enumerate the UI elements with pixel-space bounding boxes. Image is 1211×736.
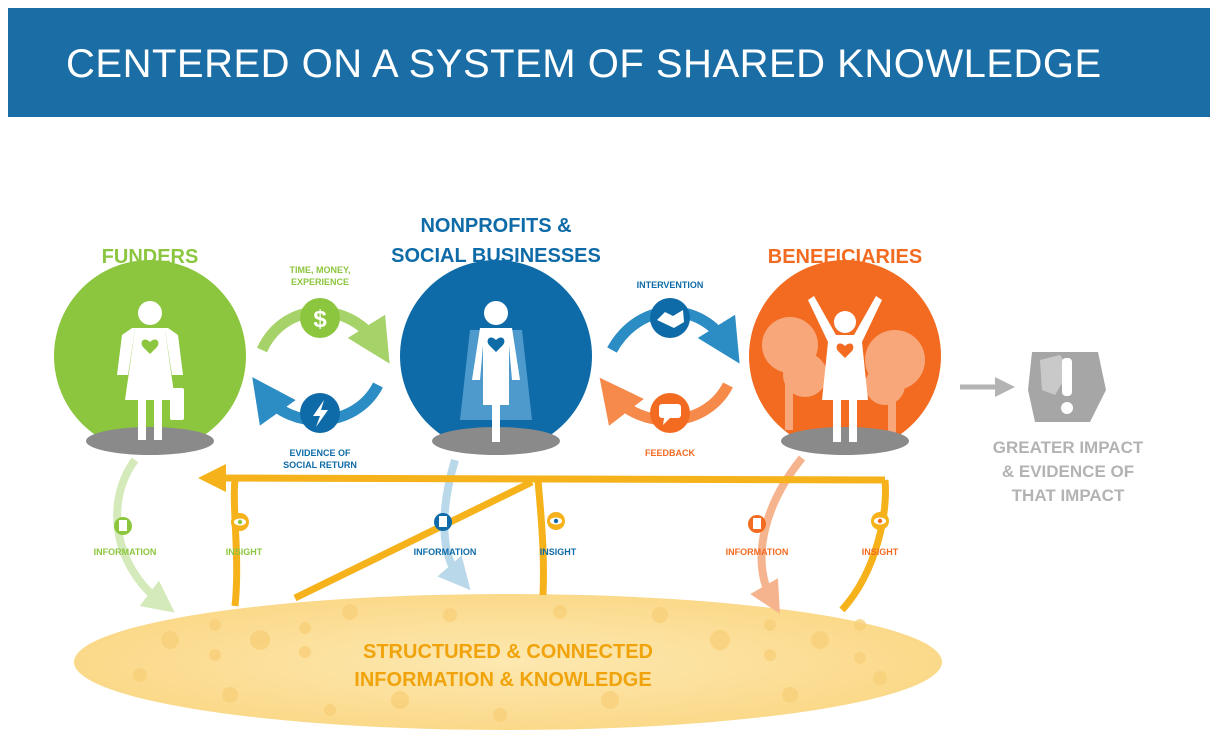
funders-node: FUNDERS xyxy=(54,246,246,455)
intervention-label: INTERVENTION xyxy=(637,280,704,290)
nonprofits-label-line1: NONPROFITS & xyxy=(420,215,571,237)
beneficiaries-knowledge-markers: INFORMATION INSIGHT xyxy=(726,512,899,557)
evidence-label-line1: EVIDENCE OF xyxy=(289,448,351,458)
network-pattern xyxy=(133,604,887,722)
funders-pedestal xyxy=(86,427,214,455)
nonprofits-label-line2: SOCIAL BUSINESSES xyxy=(391,245,601,267)
beneficiaries-label: BENEFICIARIES xyxy=(768,246,922,268)
heart-icon xyxy=(487,337,505,352)
knowledge-base-label-line1: STRUCTURED & CONNECTED xyxy=(363,641,653,663)
resources-label-line1: TIME, MONEY, xyxy=(289,265,350,275)
knowledge-base: STRUCTURED & CONNECTED INFORMATION & KNO… xyxy=(74,594,942,730)
beneficiaries-information-arrow xyxy=(750,455,806,614)
nonprofits-insight-line xyxy=(534,479,547,596)
resources-label-line2: EXPERIENCE xyxy=(291,277,349,287)
beneficiaries-pedestal xyxy=(781,427,909,455)
funders-insight-label: INSIGHT xyxy=(226,547,263,557)
beneficiaries-node: BENEFICIARIES xyxy=(749,246,941,455)
nonprofits-knowledge-markers: INFORMATION INSIGHT xyxy=(414,512,577,557)
heart-icon xyxy=(836,343,854,358)
diagonal-insight-line xyxy=(293,478,534,602)
impact-outcome: GREATER IMPACT & EVIDENCE OF THAT IMPACT xyxy=(960,352,1144,505)
evidence-label-line2: SOCIAL RETURN xyxy=(283,460,357,470)
funders-nonprofits-exchange: $ TIME, MONEY, EXPERIENCE EVIDENCE OF SO… xyxy=(252,265,390,470)
funder-person-icon xyxy=(117,301,184,440)
heart-icon xyxy=(141,339,159,354)
funders-label: FUNDERS xyxy=(102,246,199,268)
beneficiaries-insight-label: INSIGHT xyxy=(862,547,899,557)
impact-label-line2: & EVIDENCE OF xyxy=(1002,462,1134,481)
impact-label-line3: THAT IMPACT xyxy=(1012,486,1125,505)
funders-information-label: INFORMATION xyxy=(94,547,157,557)
beneficiaries-insight-line xyxy=(839,479,889,613)
page-title: CENTERED ON A SYSTEM OF SHARED KNOWLEDGE xyxy=(66,42,1102,86)
nonprofit-superhero-icon xyxy=(472,301,520,442)
insight-return-arrow xyxy=(198,464,886,493)
impact-label-line1: GREATER IMPACT xyxy=(993,438,1144,457)
funders-insight-line xyxy=(230,479,241,607)
insight-flows xyxy=(198,464,889,613)
trees-icon xyxy=(762,317,925,435)
title-banner: CENTERED ON A SYSTEM OF SHARED KNOWLEDGE xyxy=(8,8,1210,117)
nonprofits-beneficiaries-exchange: INTERVENTION FEEDBACK xyxy=(599,280,740,458)
funders-knowledge-markers: INFORMATION INSIGHT xyxy=(94,513,263,557)
nonprofits-node: NONPROFITS & SOCIAL BUSINESSES xyxy=(391,215,601,455)
dollar-icon xyxy=(300,298,340,338)
svg-text:$: $ xyxy=(313,306,327,333)
beneficiaries-information-label: INFORMATION xyxy=(726,547,789,557)
feedback-label: FEEDBACK xyxy=(645,448,696,458)
knowledge-base-label-line2: INFORMATION & KNOWLEDGE xyxy=(354,669,651,691)
knowledge-base-ellipse xyxy=(74,594,942,730)
nonprofits-information-label: INFORMATION xyxy=(414,547,477,557)
nonprofits-insight-label: INSIGHT xyxy=(540,547,577,557)
